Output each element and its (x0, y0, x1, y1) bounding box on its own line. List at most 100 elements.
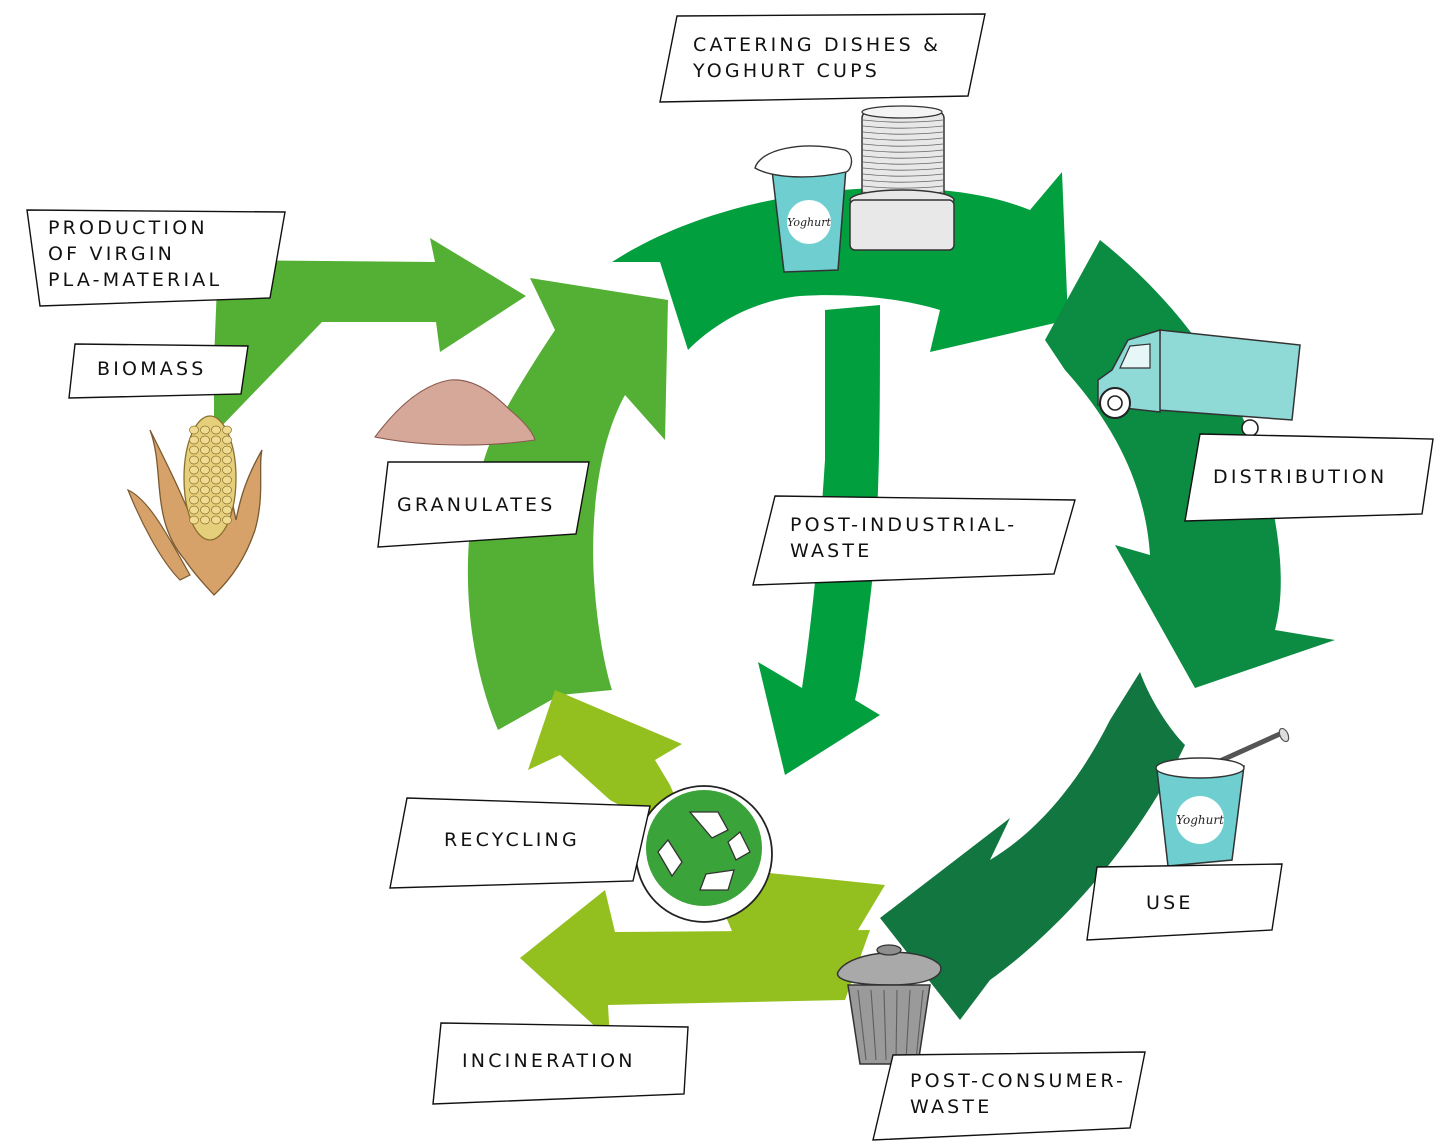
plate-line (862, 155, 944, 159)
label-incineration: INCINERATION (432, 1022, 689, 1105)
corn-kernel (200, 445, 210, 455)
corn-kernel (189, 445, 199, 455)
label-catering-line1: CATERING DISHES & (693, 34, 941, 56)
label-production-line1: PRODUCTION (48, 217, 208, 239)
corn-icon (126, 415, 263, 596)
label-production-line2: OF VIRGIN (48, 243, 175, 265)
plate-line (862, 185, 944, 189)
incineration-arrow (520, 890, 870, 1040)
label-incineration-text: INCINERATION (462, 1050, 636, 1072)
plate-line (862, 167, 944, 171)
corn-kernel (189, 475, 199, 485)
label-production-line3: PLA-MATERIAL (48, 269, 222, 291)
corn-kernel (222, 425, 232, 435)
corn-kernel (211, 465, 221, 475)
corn-kernel (222, 465, 232, 475)
label-post-consumer-line1: POST-CONSUMER- (910, 1070, 1126, 1092)
plate-line (862, 161, 944, 165)
label-post-industrial-line1: POST-INDUSTRIAL- (790, 514, 1017, 536)
label-granulates-text: GRANULATES (397, 494, 556, 516)
plate-line (862, 119, 944, 123)
production-arrow (214, 238, 526, 434)
svg-text:CATERING DISHES &: CATERING DISHES & (693, 34, 941, 56)
corn-kernel (189, 515, 199, 525)
corn-kernel (222, 455, 232, 465)
use-arrow (880, 672, 1185, 1020)
corn-kernel (200, 495, 210, 505)
corn-kernel (222, 505, 232, 515)
distribution-arrow (1045, 240, 1335, 688)
corn-kernel (189, 425, 199, 435)
label-catering-line2: YOGHURT CUPS (692, 60, 880, 82)
label-use-text: USE (1146, 892, 1194, 914)
label-post-industrial: POST-INDUSTRIAL- WASTE (752, 495, 1076, 586)
plate-line (862, 179, 944, 183)
recycle-icon (635, 785, 773, 923)
truck-icon (1097, 328, 1301, 437)
corn-kernel (200, 435, 210, 445)
recycling-arrow (528, 690, 885, 960)
label-post-industrial-line2: WASTE (790, 540, 872, 562)
bin-rib (883, 989, 887, 1061)
bin-rib (905, 989, 911, 1061)
corn-kernel (211, 505, 221, 515)
corn-kernel (200, 475, 210, 485)
corn-kernel (222, 475, 232, 485)
label-distribution: DISTRIBUTION (1184, 433, 1434, 522)
label-post-consumer-line2: WASTE (910, 1096, 992, 1118)
label-distribution-text: DISTRIBUTION (1213, 466, 1387, 488)
corn-kernel (189, 495, 199, 505)
corn-kernel (211, 485, 221, 495)
corn-kernel (211, 495, 221, 505)
trash-bin-icon (836, 944, 942, 1065)
label-catering: CATERING DISHES & YOGHURT CUPS (659, 13, 986, 103)
corn-kernel (222, 435, 232, 445)
label-recycling-text: RECYCLING (444, 829, 580, 851)
corn-kernel (189, 485, 199, 495)
corn-kernel (211, 455, 221, 465)
corn-kernel (211, 425, 221, 435)
corn-kernel (211, 435, 221, 445)
label-production: PRODUCTION OF VIRGIN PLA-MATERIAL (26, 209, 286, 307)
bin-rib (895, 989, 898, 1061)
label-post-consumer: POST-CONSUMER- WASTE (872, 1051, 1146, 1141)
corn-kernel (189, 505, 199, 515)
corn-kernel (200, 455, 210, 465)
yoghurt-cup-use-text: Yoghurt (1176, 813, 1224, 827)
label-granulates: GRANULATES (377, 461, 590, 548)
corn-kernel (200, 465, 210, 475)
label-biomass: BIOMASS (68, 343, 249, 399)
bin-rib (870, 989, 877, 1061)
corn-kernel (222, 515, 232, 525)
corn-kernel (211, 515, 221, 525)
yoghurt-cup-icon: Yoghurt (754, 145, 853, 273)
plate-line (862, 137, 944, 141)
corn-kernel (189, 435, 199, 445)
corn-kernel (189, 455, 199, 465)
svg-text:YOGHURT CUPS: YOGHURT CUPS (692, 60, 880, 82)
yoghurt-cup-text: Yoghurt (787, 216, 831, 229)
granulate-pile-icon (374, 379, 536, 446)
plate-stack-icon (849, 105, 955, 251)
corn-kernel (211, 445, 221, 455)
corn-kernel (222, 445, 232, 455)
plate-line (862, 125, 944, 129)
corn-kernel (189, 465, 199, 475)
plate-line (862, 173, 944, 177)
label-recycling: RECYCLING (389, 797, 651, 889)
corn-kernel (200, 425, 210, 435)
bin-rib (857, 989, 867, 1061)
corn-kernel (200, 515, 210, 525)
label-use: USE (1086, 863, 1283, 941)
plate-line (862, 131, 944, 135)
plate-line (862, 149, 944, 153)
corn-kernel (222, 485, 232, 495)
corn-kernel (222, 495, 232, 505)
label-biomass-text: BIOMASS (97, 358, 207, 380)
plate-line (862, 143, 944, 147)
corn-kernel (200, 505, 210, 515)
yoghurt-cup-use-icon: Yoghurt (1155, 757, 1245, 867)
corn-kernel (200, 485, 210, 495)
bin-rib (915, 989, 924, 1061)
